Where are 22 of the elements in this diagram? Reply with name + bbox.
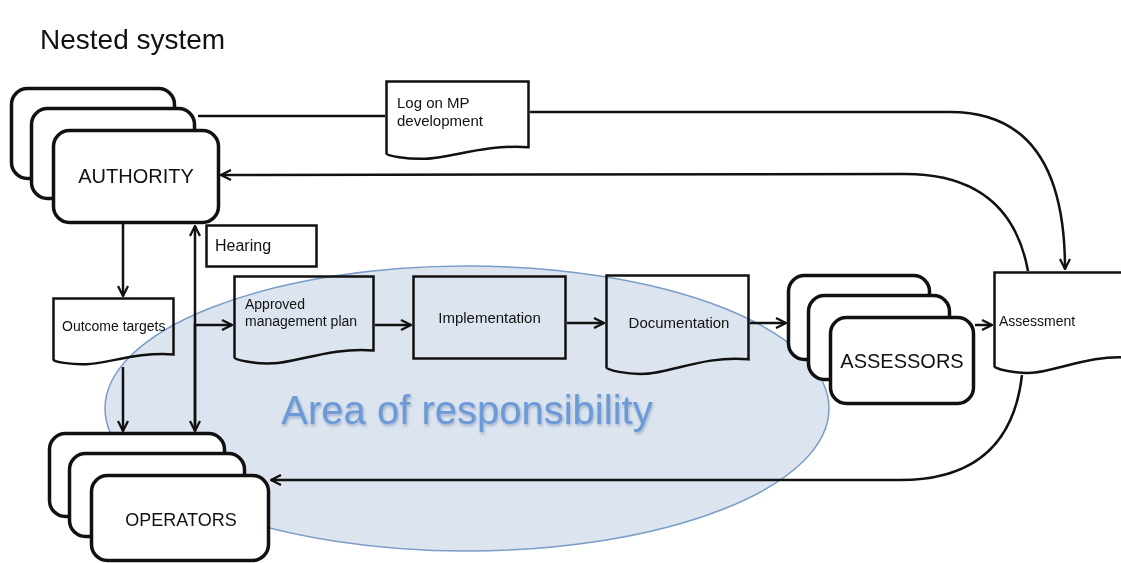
node-label: Approved management plan [245,295,359,331]
stacked-rounded-box [10,87,220,224]
node-label: OPERATORS [124,509,238,533]
document-shape [52,297,175,367]
node-label: Implementation [437,307,542,328]
node-label: Hearing [215,236,273,257]
area-label: Area of responsibility [280,387,654,434]
diagram-title: Nested system [40,24,226,56]
document-shape [385,80,530,162]
document-shape [993,271,1121,377]
node-label: AUTHORITY [77,164,195,189]
node-label: Assessment [999,311,1077,331]
document-shape [605,274,750,378]
node-label: Documentation [627,313,731,333]
node-label: Log on MP development [397,93,484,131]
process-box [412,275,567,360]
process-box [205,224,318,268]
stacked-rounded-box [787,274,975,405]
stacked-rounded-box [48,432,270,562]
document-shape [233,275,375,367]
node-label: Outcome targets [62,316,167,336]
node-label: ASSESSORS [839,348,965,374]
